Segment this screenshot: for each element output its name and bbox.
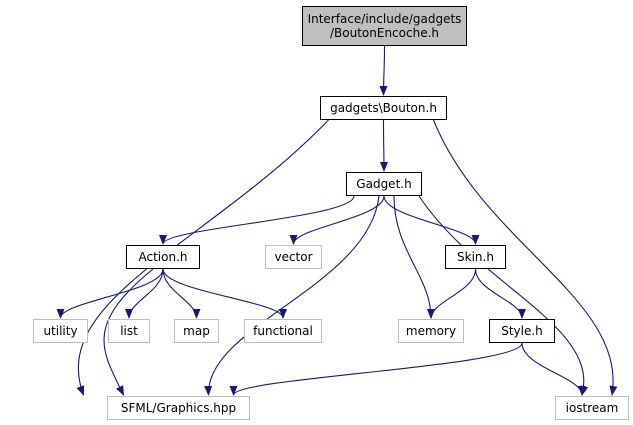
node-root-label-line2: /BoutonEncoche.h xyxy=(329,26,439,40)
node-utility-label: utility xyxy=(43,324,78,338)
node-style[interactable]: Style.h xyxy=(489,319,555,343)
node-action[interactable]: Action.h xyxy=(126,245,200,269)
node-functional-label: functional xyxy=(253,324,313,338)
edge-action-to-map xyxy=(162,268,201,319)
edge-group xyxy=(56,45,618,396)
node-iostream-label: iostream xyxy=(565,401,619,415)
node-map-label: map xyxy=(183,324,210,338)
node-sfml-graphics-label: SFML/Graphics.hpp xyxy=(120,401,237,415)
node-iostream: iostream xyxy=(555,396,629,420)
edge-action-to-functional xyxy=(162,268,287,319)
edge-action-to-sfml xyxy=(103,268,154,396)
node-list-label: list xyxy=(120,324,138,338)
node-memory: memory xyxy=(398,319,464,343)
node-root-label-line1: Interface/include/gadgets xyxy=(307,12,462,26)
edge-gadget-to-vector xyxy=(289,195,385,245)
edge-gadget-to-iostream xyxy=(418,195,589,396)
node-memory-label: memory xyxy=(405,324,457,338)
node-sfml-graphics: SFML/Graphics.hpp xyxy=(107,396,250,420)
node-vector: vector xyxy=(265,245,322,269)
edge-gadget-to-memory xyxy=(393,195,435,319)
node-utility: utility xyxy=(33,319,88,343)
node-vector-label: vector xyxy=(274,250,313,264)
node-functional: functional xyxy=(244,319,322,343)
node-gadget-label: Gadget.h xyxy=(356,177,412,191)
edge-gadget-to-sfml xyxy=(204,195,380,396)
node-style-label: Style.h xyxy=(501,324,543,338)
edge-style-to-iostream xyxy=(521,342,586,396)
node-action-label: Action.h xyxy=(138,250,188,264)
edge-skin-to-memory xyxy=(427,268,477,319)
edge-gadget-to-action xyxy=(159,195,355,245)
node-gadget[interactable]: Gadget.h xyxy=(346,172,422,196)
edge-action-to-list xyxy=(125,268,164,319)
edge-bouton-to-gadget xyxy=(379,119,388,172)
edge-root-to-bouton xyxy=(379,45,388,96)
node-bouton-label: gadgets\Bouton.h xyxy=(330,101,437,115)
node-root-boutonencoche[interactable]: Interface/include/gadgets /BoutonEncoche… xyxy=(302,6,467,46)
edge-bouton-to-iostream xyxy=(432,119,618,396)
node-map: map xyxy=(174,319,219,343)
node-skin[interactable]: Skin.h xyxy=(445,245,506,269)
edge-style-to-sfml xyxy=(229,342,523,396)
node-skin-label: Skin.h xyxy=(457,250,494,264)
node-list: list xyxy=(108,319,150,343)
node-bouton[interactable]: gadgets\Bouton.h xyxy=(320,96,447,120)
edge-skin-to-style xyxy=(474,268,526,319)
edge-action-to-utility xyxy=(56,268,164,319)
edge-gadget-to-skin xyxy=(383,195,480,245)
